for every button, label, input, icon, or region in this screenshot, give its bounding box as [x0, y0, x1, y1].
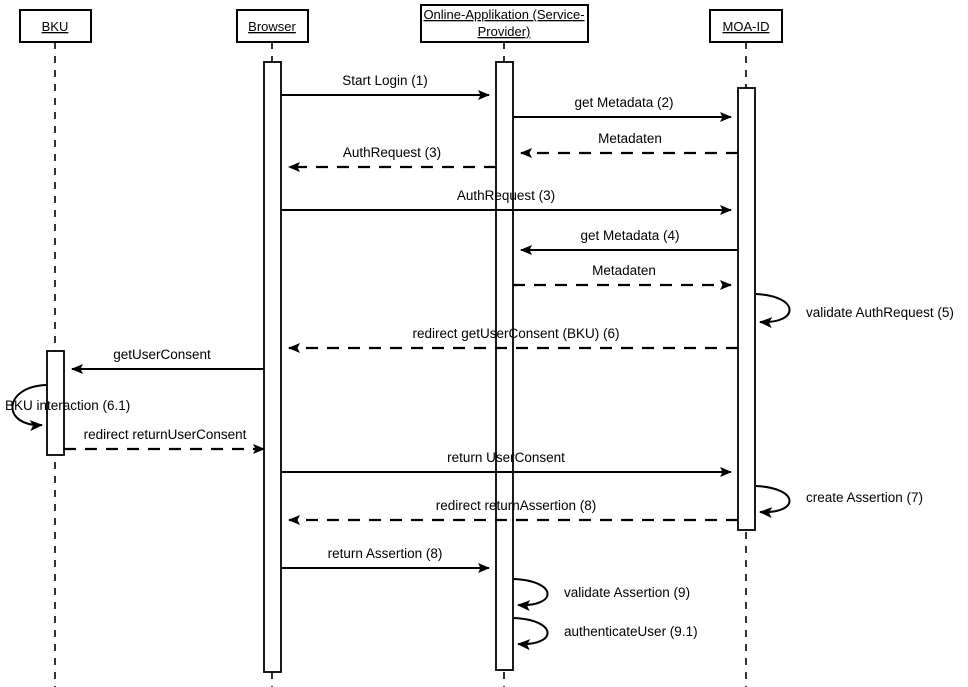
activation-bar-browser — [263, 61, 282, 673]
participant-label-bku: BKU — [42, 19, 69, 34]
activation-bar-moa — [737, 87, 756, 531]
message-label-get-metadata-4: get Metadata (4) — [580, 228, 679, 243]
message-validate-authrequest-self[interactable]: validate AuthRequest (5) — [755, 293, 954, 329]
message-validate-assertion-self[interactable]: validate Assertion (9) — [513, 578, 690, 612]
participant-boxes: BKU Browser Online-Applikation (Service-… — [19, 4, 783, 43]
message-get-metadata-4[interactable]: get Metadata (4) — [520, 228, 738, 255]
message-get-metadata-2[interactable]: get Metadata (2) — [513, 95, 732, 122]
message-label-return-assertion: return Assertion (8) — [328, 546, 443, 561]
message-label-authrequest-to-browser: AuthRequest (3) — [343, 145, 441, 160]
message-label-start-login: Start Login (1) — [342, 73, 428, 88]
message-label-authenticateuser: authenticateUser (9.1) — [564, 624, 698, 639]
participant-box-moa-id[interactable] — [709, 9, 783, 43]
participant-box-bku[interactable] — [19, 9, 92, 43]
message-label-get-metadata-2: get Metadata (2) — [574, 95, 673, 110]
message-redirect-returnassertion[interactable]: redirect returnAssertion (8) — [288, 498, 738, 525]
message-label-bku-interaction: BKU interaction (6.1) — [5, 398, 130, 413]
message-loop-create-assertion[interactable] — [755, 485, 791, 519]
message-redirect-returnuserconsent[interactable]: redirect returnUserConsent — [64, 427, 265, 454]
message-label-redirect-returnassertion: redirect returnAssertion (8) — [436, 498, 597, 513]
message-authrequest-to-browser[interactable]: AuthRequest (3) — [288, 145, 496, 172]
message-label-return-userconsent: return UserConsent — [447, 450, 565, 465]
message-label-redirect-getuserconsent: redirect getUserConsent (BKU) (6) — [412, 326, 619, 341]
message-label-redirect-returnuserconsent: redirect returnUserConsent — [84, 427, 247, 442]
participant-label-online-applikation-line1: Online-Applikation (Service- — [423, 7, 584, 22]
message-label-validate-authrequest: validate AuthRequest (5) — [806, 305, 954, 320]
activation-bars — [46, 61, 756, 673]
message-redirect-getuserconsent[interactable]: redirect getUserConsent (BKU) (6) — [288, 326, 738, 353]
message-create-assertion-self[interactable]: create Assertion (7) — [755, 485, 923, 519]
message-bku-interaction-self[interactable]: BKU interaction (6.1) — [5, 384, 130, 432]
message-start-login[interactable]: Start Login (1) — [281, 73, 490, 100]
participant-box-online-applikation[interactable] — [420, 4, 589, 43]
participant-online-applikation[interactable]: Online-Applikation (Service- Provider) — [420, 4, 589, 43]
message-return-userconsent[interactable]: return UserConsent — [281, 450, 732, 477]
participant-box-browser[interactable] — [236, 9, 309, 43]
activation-bar-oa — [495, 61, 514, 671]
participant-label-moa-id: MOA-ID — [723, 19, 770, 34]
message-authenticateuser-self[interactable]: authenticateUser (9.1) — [513, 617, 698, 651]
message-label-create-assertion: create Assertion (7) — [806, 490, 923, 505]
message-label-metadaten-1: Metadaten — [598, 131, 662, 146]
message-loop-authenticateuser[interactable] — [513, 617, 549, 651]
message-loop-bku-interaction[interactable] — [11, 384, 47, 432]
message-metadaten-1[interactable]: Metadaten — [520, 131, 738, 158]
activation-bar-bku — [46, 350, 65, 456]
message-loop-validate-assertion[interactable] — [513, 578, 549, 612]
message-label-authrequest-to-moa: AuthRequest (3) — [457, 188, 555, 203]
participant-label-online-applikation-line2: Provider) — [478, 24, 531, 39]
message-label-metadaten-2: Metadaten — [592, 263, 656, 278]
participant-browser[interactable]: Browser — [236, 9, 309, 43]
message-metadaten-2[interactable]: Metadaten — [513, 263, 732, 290]
participant-label-browser: Browser — [248, 19, 296, 34]
participant-bku[interactable]: BKU — [19, 9, 92, 43]
message-label-validate-assertion: validate Assertion (9) — [564, 585, 690, 600]
message-label-getuserconsent: getUserConsent — [113, 347, 211, 362]
message-authrequest-to-moa[interactable]: AuthRequest (3) — [281, 188, 732, 215]
message-getuserconsent[interactable]: getUserConsent — [71, 347, 264, 374]
message-loop-validate-authrequest[interactable] — [755, 293, 791, 329]
participant-moa-id[interactable]: MOA-ID — [709, 9, 783, 43]
message-return-assertion[interactable]: return Assertion (8) — [281, 546, 490, 573]
